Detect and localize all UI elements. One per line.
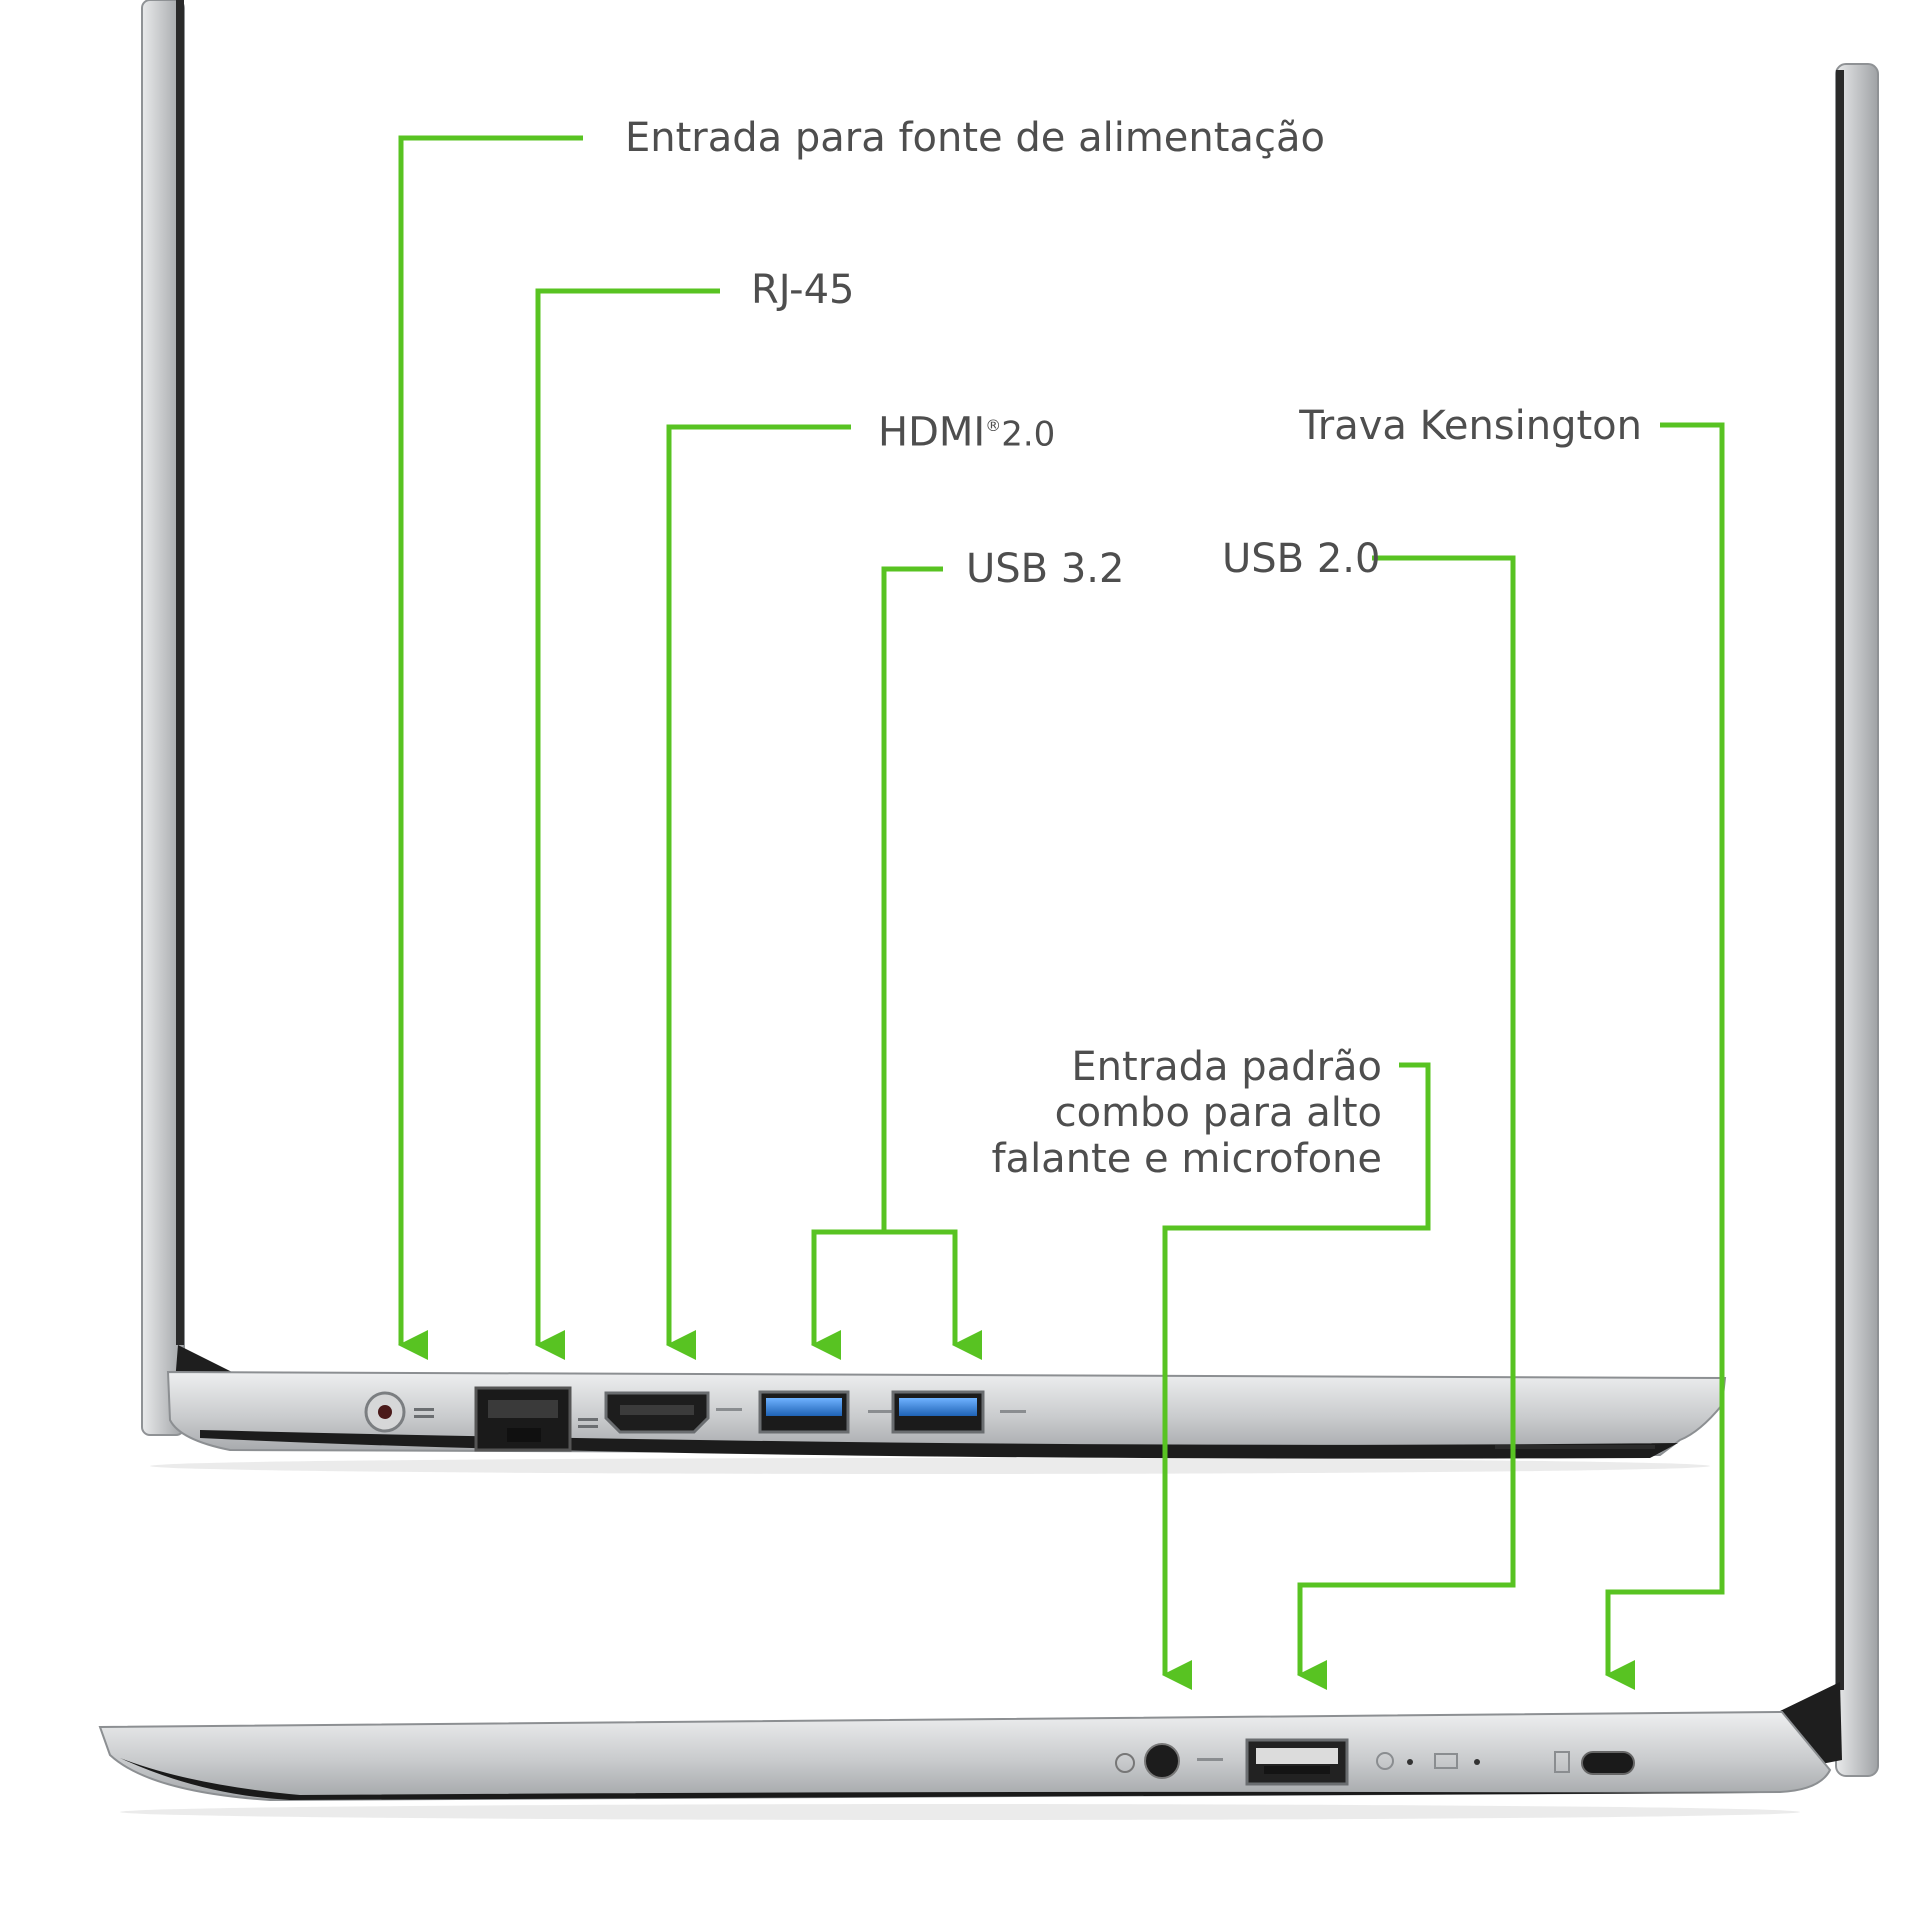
- audio-jack: [1115, 1743, 1223, 1779]
- usb20-port: [1245, 1738, 1349, 1786]
- label-usb32: USB 3.2: [966, 546, 1125, 592]
- leader-usb32: [881, 566, 943, 1232]
- leader-lines: [398, 135, 1725, 1690]
- status-leds: [1376, 1752, 1480, 1770]
- label-audio-line-2: combo para alto: [1054, 1090, 1382, 1136]
- right-base: [98, 1710, 1832, 1802]
- leader-kensington: [1605, 422, 1725, 1690]
- kensington-slot: [1554, 1751, 1635, 1775]
- usb32-port-2: [891, 1390, 1026, 1434]
- label-hdmi-version: 2.0: [1001, 414, 1056, 455]
- label-kensington: Trava Kensington: [1299, 403, 1642, 449]
- label-rj45: RJ-45: [751, 267, 855, 313]
- leader-hdmi: [666, 424, 851, 1360]
- label-hdmi: HDMI®2.0: [878, 402, 1055, 458]
- label-hdmi-main: HDMI: [878, 409, 986, 456]
- leader-usb20: [1297, 555, 1516, 1690]
- leader-audio: [1162, 1062, 1431, 1690]
- leader-usb32-a: [811, 1229, 884, 1360]
- hdmi-port: [604, 1391, 742, 1434]
- label-hdmi-registered: ®: [985, 416, 1002, 435]
- label-usb20: USB 2.0: [1222, 536, 1381, 582]
- usb32-port-1: [758, 1390, 894, 1434]
- label-power: Entrada para fonte de alimentação: [625, 115, 1325, 161]
- label-audio: Entrada padrão combo para alto falante e…: [991, 1044, 1382, 1182]
- laptop-left-side: [141, 0, 1727, 1474]
- laptop-right-side: [98, 63, 1879, 1820]
- rj45-port: [474, 1386, 598, 1452]
- leader-power: [398, 135, 583, 1360]
- power-jack: [364, 1391, 434, 1433]
- label-audio-line-3: falante e microfone: [991, 1136, 1382, 1182]
- leader-rj45: [535, 288, 720, 1360]
- leader-usb32-b: [884, 1229, 982, 1360]
- label-audio-line-1: Entrada padrão: [1071, 1044, 1382, 1090]
